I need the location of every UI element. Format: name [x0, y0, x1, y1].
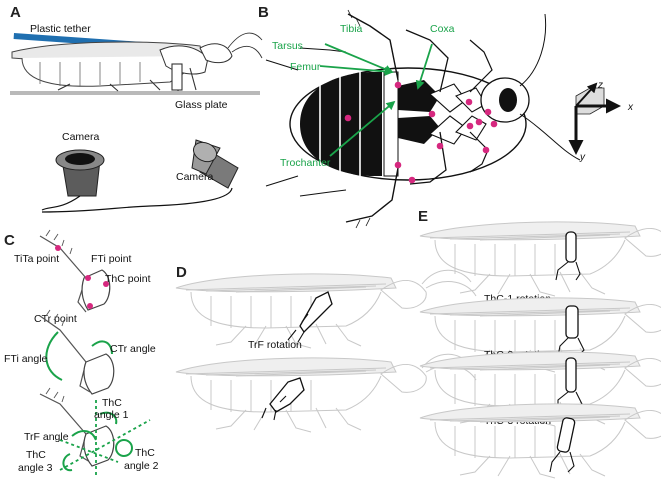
- label-tarsus: Tarsus: [272, 40, 303, 52]
- panel-b-cockroach-ventral: [265, 9, 581, 229]
- label-thc-angle-3-line2: angle 3: [18, 462, 53, 474]
- panel-d-letter: D: [176, 264, 187, 281]
- axis-x-label: x: [627, 102, 634, 113]
- panel-e-roach-1: [419, 217, 661, 297]
- label-tibia: Tibia: [340, 23, 363, 35]
- label-ctr-point: CTr point: [34, 313, 77, 325]
- label-tita-point: TiTa point: [14, 253, 59, 265]
- label-camera-1: Camera: [62, 131, 100, 143]
- axis-z-label: z: [597, 80, 603, 91]
- label-thc-angle-2-line1: ThC: [135, 447, 155, 459]
- label-thc-angle-2-line2: angle 2: [124, 460, 159, 472]
- label-trf-angle: TrF angle: [24, 431, 69, 443]
- label-thc-angle-1-line1: ThC: [102, 397, 122, 409]
- label-coxa: Coxa: [430, 23, 455, 35]
- panel-e-roach-4: [419, 399, 661, 479]
- label-plastic-tether: Plastic tether: [30, 23, 91, 35]
- camera-2-icon: [41, 139, 239, 213]
- panel-d-roach-2: [175, 353, 477, 433]
- label-camera-2: Camera: [176, 171, 214, 183]
- panel-a-letter: A: [10, 4, 21, 21]
- axis-y-label: y: [579, 152, 586, 163]
- label-fti-angle: FTi angle: [4, 353, 48, 365]
- panel-e-roach-2: [419, 293, 661, 373]
- panel-a-cockroach-side: [10, 32, 263, 95]
- panel-d-roach-1: [175, 269, 477, 349]
- panel-c-leg-2: [39, 309, 115, 395]
- panel-c-leg-3: [39, 387, 151, 478]
- label-femur: Femur: [290, 61, 321, 73]
- label-trf-rotation: TrF rotation: [248, 339, 302, 351]
- label-thc-angle-1-line2: angle 1: [94, 409, 129, 421]
- label-trochanter: Trochanter: [280, 157, 331, 169]
- camera-1-icon: [41, 149, 105, 211]
- label-glass-plate: Glass plate: [175, 99, 228, 111]
- panel-e-letter: E: [418, 208, 428, 225]
- panel-c-leg-1: [39, 229, 111, 313]
- xyz-axes-icon: [568, 82, 621, 155]
- panel-b-green-arrows: [319, 43, 433, 157]
- panel-c-letter: C: [4, 232, 15, 249]
- label-ctr-angle: CTr angle: [110, 343, 156, 355]
- label-fti-point: FTi point: [91, 253, 132, 265]
- label-thc-point: ThC point: [105, 273, 151, 285]
- label-thc-angle-3-line1: ThC: [26, 449, 46, 461]
- panel-b-letter: B: [258, 4, 269, 21]
